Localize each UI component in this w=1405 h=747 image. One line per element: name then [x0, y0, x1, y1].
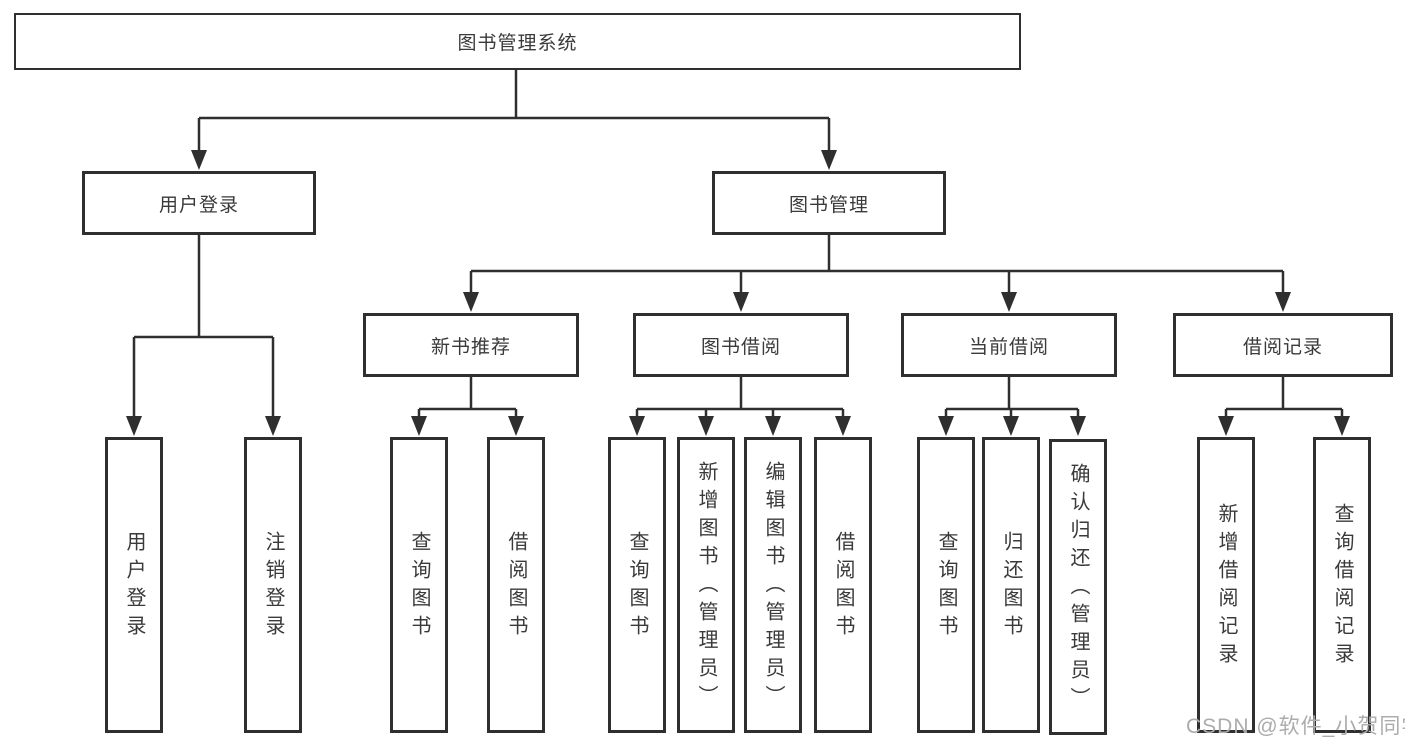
node-label: 新书推荐 — [430, 336, 511, 358]
node-leaf-user-login: 用户登录 — [105, 437, 163, 733]
node-label: 图书管理系统 — [457, 33, 578, 54]
node-label: 图书借阅 — [700, 336, 781, 358]
node-current-borrowing: 当前借阅 — [901, 313, 1117, 377]
node-label: 查询图书 — [626, 531, 648, 643]
node-leaf-logout: 注销登录 — [244, 437, 302, 733]
node-label: 注销登录 — [262, 531, 284, 643]
node-label: 借阅记录 — [1242, 336, 1323, 358]
node-label: 新增图书（管理员） — [695, 461, 717, 713]
node-leaf-edit-book-admin: 编辑图书（管理员） — [744, 437, 802, 733]
connector-new-book-branch — [411, 377, 524, 436]
node-label: 借阅图书 — [505, 531, 527, 643]
node-leaf-query-books-3: 查询图书 — [917, 437, 975, 733]
node-user-login: 用户登录 — [82, 171, 316, 235]
connector-user-login-branch — [126, 235, 281, 436]
node-label: 查询图书 — [408, 531, 430, 643]
connector-book-management-branch — [463, 235, 1291, 312]
node-label: 当前借阅 — [968, 336, 1049, 358]
node-label: 确认归还（管理员） — [1067, 463, 1089, 715]
connector-root-to-level2 — [191, 70, 837, 170]
node-label: 查询图书 — [935, 531, 957, 643]
connector-borrowing-records-branch — [1218, 377, 1350, 436]
node-label: 新增借阅记录 — [1215, 503, 1237, 671]
node-leaf-confirm-return-admin: 确认归还（管理员） — [1049, 439, 1107, 735]
node-leaf-query-books-1: 查询图书 — [390, 437, 448, 733]
node-library-management-system: 图书管理系统 — [14, 13, 1021, 70]
node-leaf-borrow-books-2: 借阅图书 — [814, 437, 872, 733]
node-borrowing-records: 借阅记录 — [1173, 313, 1393, 377]
node-new-book-recommendation: 新书推荐 — [363, 313, 579, 377]
node-label: 用户登录 — [123, 531, 145, 643]
node-label: 查询借阅记录 — [1331, 503, 1353, 671]
node-label: 借阅图书 — [832, 531, 854, 643]
node-leaf-query-borrow-record: 查询借阅记录 — [1313, 437, 1371, 733]
connector-current-borrowing-branch — [938, 377, 1086, 436]
node-label: 用户登录 — [158, 194, 239, 216]
node-leaf-borrow-books-1: 借阅图书 — [487, 437, 545, 733]
node-label: 图书管理 — [788, 194, 869, 216]
node-book-management: 图书管理 — [712, 171, 946, 235]
node-leaf-return-books: 归还图书 — [982, 437, 1040, 733]
connector-book-borrowing-branch — [629, 377, 851, 436]
node-leaf-add-book-admin: 新增图书（管理员） — [677, 437, 735, 733]
node-label: 编辑图书（管理员） — [762, 461, 784, 713]
node-leaf-add-borrow-record: 新增借阅记录 — [1197, 437, 1255, 733]
node-book-borrowing: 图书借阅 — [633, 313, 849, 377]
node-label: 归还图书 — [1000, 531, 1022, 643]
node-leaf-query-books-2: 查询图书 — [608, 437, 666, 733]
